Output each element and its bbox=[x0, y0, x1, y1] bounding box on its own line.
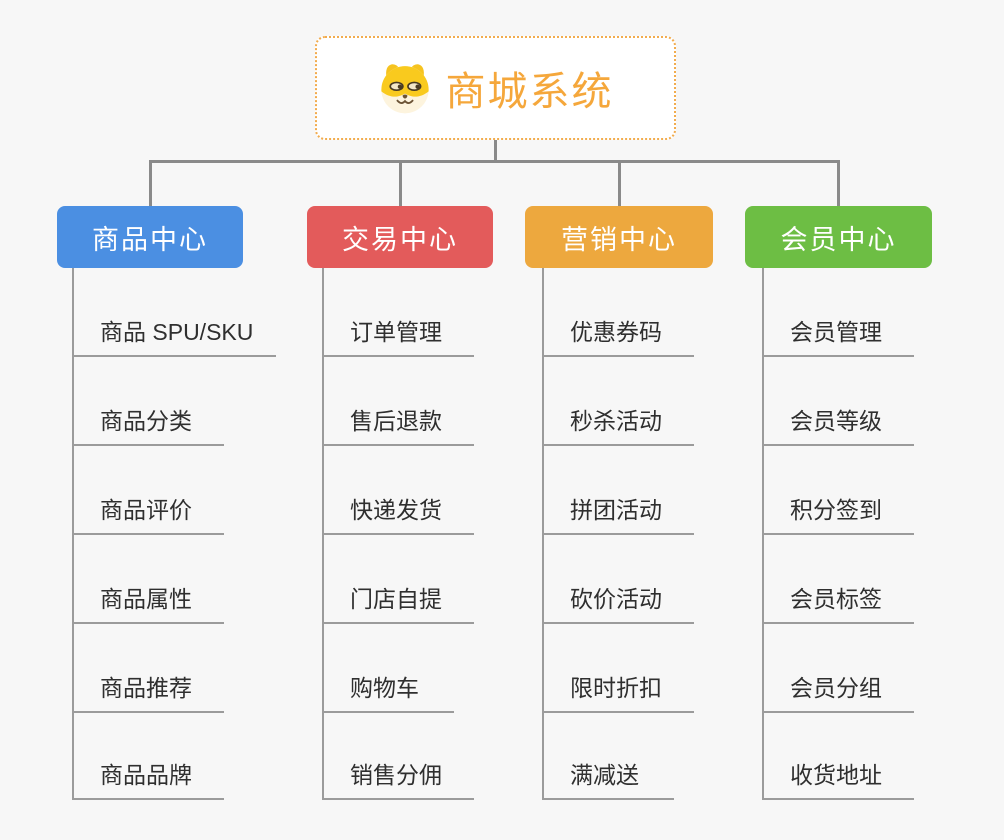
leaf-item[interactable]: 砍价活动 bbox=[570, 586, 662, 612]
branch-label: 会员中心 bbox=[780, 224, 897, 255]
leaf-item[interactable]: 会员管理 bbox=[790, 319, 882, 345]
leaf-underline bbox=[72, 533, 224, 535]
leaf-underline bbox=[542, 355, 694, 357]
leaf-underline bbox=[322, 533, 474, 535]
leaf-item[interactable]: 商品属性 bbox=[100, 586, 192, 612]
leaf-item[interactable]: 商品品牌 bbox=[100, 762, 192, 788]
tree-drop-line bbox=[398, 160, 402, 207]
leaf-item[interactable]: 限时折扣 bbox=[570, 675, 662, 701]
leaf-item[interactable]: 门店自提 bbox=[350, 586, 442, 612]
leaf-item[interactable]: 快递发货 bbox=[350, 497, 442, 523]
leaf-item[interactable]: 收货地址 bbox=[790, 762, 882, 788]
branch-node[interactable]: 营销中心 bbox=[525, 206, 713, 268]
leaf-underline bbox=[762, 622, 914, 624]
leaf-underline bbox=[72, 798, 224, 800]
leaf-item[interactable]: 满减送 bbox=[570, 762, 639, 788]
leaf-item[interactable]: 优惠券码 bbox=[570, 319, 662, 345]
leaf-underline bbox=[762, 444, 914, 446]
leaf-underline bbox=[542, 444, 694, 446]
leaf-underline bbox=[762, 355, 914, 357]
tree-bus-line bbox=[148, 160, 840, 163]
branch-node[interactable]: 交易中心 bbox=[307, 206, 493, 268]
dog-face-icon bbox=[380, 64, 429, 114]
leaf-underline bbox=[322, 798, 474, 800]
leaf-underline bbox=[72, 355, 276, 357]
branch-node[interactable]: 会员中心 bbox=[745, 206, 932, 268]
branch-node[interactable]: 商品中心 bbox=[57, 206, 243, 268]
tree-drop-line bbox=[617, 160, 621, 207]
leaf-underline bbox=[322, 444, 474, 446]
leaf-underline bbox=[322, 355, 474, 357]
leaf-underline bbox=[542, 533, 694, 535]
leaf-item[interactable]: 会员标签 bbox=[790, 586, 882, 612]
leaf-underline bbox=[72, 622, 224, 624]
leaf-underline bbox=[542, 798, 674, 800]
leaf-item[interactable]: 积分签到 bbox=[790, 497, 882, 523]
leaf-item[interactable]: 销售分佣 bbox=[350, 762, 442, 788]
leaf-item[interactable]: 秒杀活动 bbox=[570, 408, 662, 434]
tree-drop-line bbox=[837, 160, 840, 207]
leaf-item[interactable]: 会员等级 bbox=[790, 408, 882, 434]
tree-stem-line bbox=[494, 140, 497, 163]
root-node[interactable]: 商城系统 bbox=[315, 36, 676, 140]
leaf-item[interactable]: 拼团活动 bbox=[570, 497, 662, 523]
leaf-underline bbox=[72, 711, 224, 713]
leaf-underline bbox=[322, 622, 474, 624]
branch-label: 商品中心 bbox=[92, 224, 208, 255]
leaf-item[interactable]: 售后退款 bbox=[350, 408, 442, 434]
leaf-item[interactable]: 商品推荐 bbox=[100, 675, 192, 701]
leaf-underline bbox=[542, 622, 694, 624]
tree-drop-line bbox=[148, 160, 152, 207]
leaf-underline bbox=[762, 711, 914, 713]
leaf-underline bbox=[72, 444, 224, 446]
leaf-underline bbox=[762, 798, 914, 800]
branch-label: 营销中心 bbox=[561, 224, 677, 255]
leaf-item[interactable]: 商品分类 bbox=[100, 408, 192, 434]
leaf-underline bbox=[322, 711, 454, 713]
leaf-item[interactable]: 会员分组 bbox=[790, 675, 882, 701]
leaf-item[interactable]: 商品评价 bbox=[100, 497, 192, 523]
branch-label: 交易中心 bbox=[342, 224, 458, 255]
leaf-underline bbox=[762, 533, 914, 535]
leaf-item[interactable]: 订单管理 bbox=[350, 319, 442, 345]
leaf-item[interactable]: 购物车 bbox=[350, 675, 419, 701]
leaf-underline bbox=[542, 711, 694, 713]
leaf-item[interactable]: 商品 SPU/SKU bbox=[100, 319, 254, 345]
root-title: 商城系统 bbox=[445, 70, 614, 114]
